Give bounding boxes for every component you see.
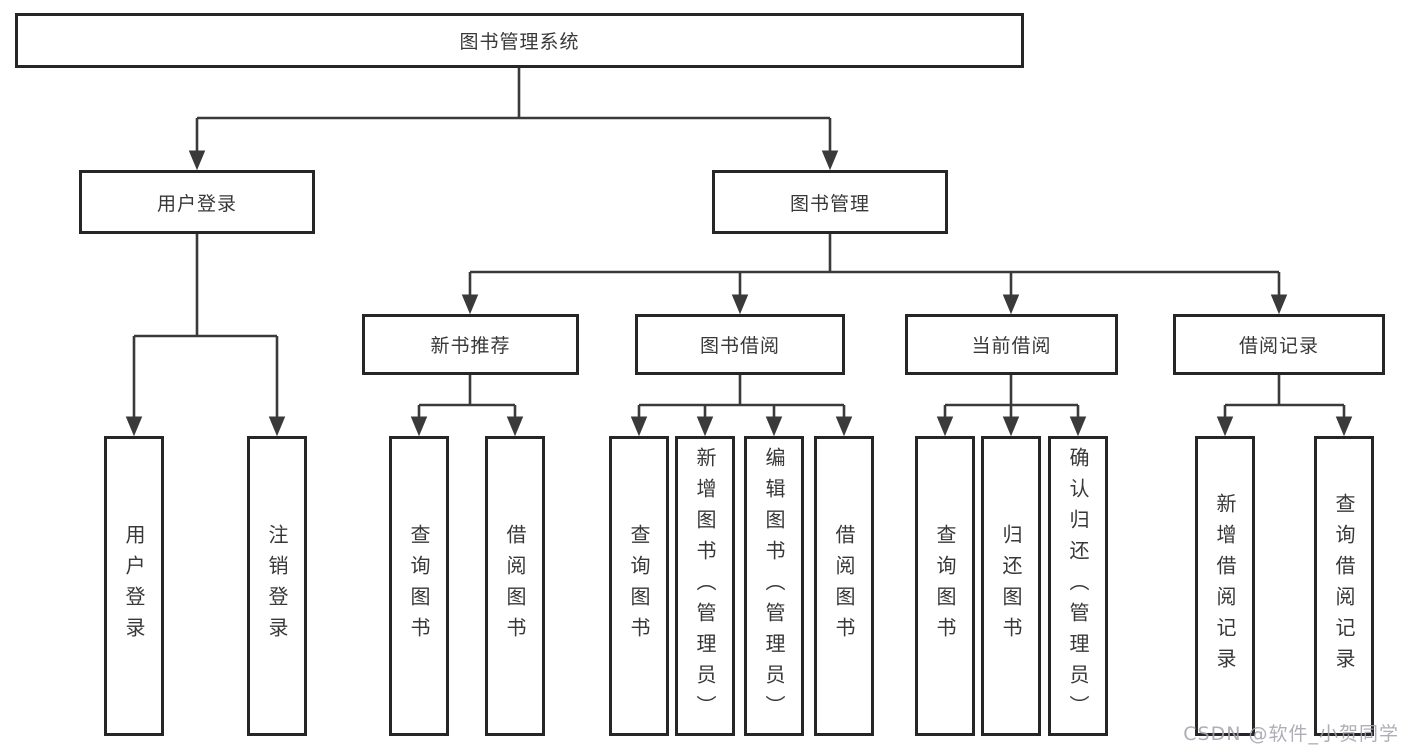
book-management-children-connector <box>461 234 1288 315</box>
leaf-borrow-books-recommend: 借阅图书 <box>485 436 545 736</box>
node-current-borrow: 当前借阅 <box>905 314 1118 375</box>
leaf-query-books-recommend: 查询图书 <box>389 436 449 736</box>
node-new-book-recommend: 新书推荐 <box>362 314 579 375</box>
leaf-borrow-books: 借阅图书 <box>814 436 874 736</box>
book-borrow-children-connector <box>630 375 853 437</box>
leaf-user-login: 用户登录 <box>104 436 164 736</box>
leaf-confirm-return-admin: 确认归还（管理员） <box>1048 436 1108 736</box>
leaf-return-book: 归还图书 <box>981 436 1041 736</box>
leaf-add-book-admin: 新增图书（管理员） <box>675 436 735 736</box>
leaf-edit-book-admin: 编辑图书（管理员） <box>744 436 804 736</box>
new-book-recommend-children-connector <box>410 375 524 437</box>
node-book-borrow: 图书借阅 <box>635 314 845 375</box>
leaf-add-borrow-record: 新增借阅记录 <box>1195 436 1255 736</box>
root-to-level2-connector <box>188 68 839 171</box>
node-borrow-records: 借阅记录 <box>1173 314 1385 375</box>
user-login-children-connector <box>125 234 286 437</box>
current-borrow-children-connector <box>936 375 1087 437</box>
leaf-query-books-current: 查询图书 <box>915 436 975 736</box>
leaf-query-books-borrow: 查询图书 <box>609 436 669 736</box>
node-book-management: 图书管理 <box>712 170 948 234</box>
borrow-records-children-connector <box>1216 375 1353 437</box>
leaf-query-borrow-record: 查询借阅记录 <box>1314 436 1374 736</box>
leaf-logout: 注销登录 <box>247 436 307 736</box>
node-library-management-system: 图书管理系统 <box>15 13 1024 68</box>
csdn-watermark: CSDN @软件_小贺同学 <box>1183 723 1399 745</box>
node-user-login: 用户登录 <box>79 170 315 234</box>
